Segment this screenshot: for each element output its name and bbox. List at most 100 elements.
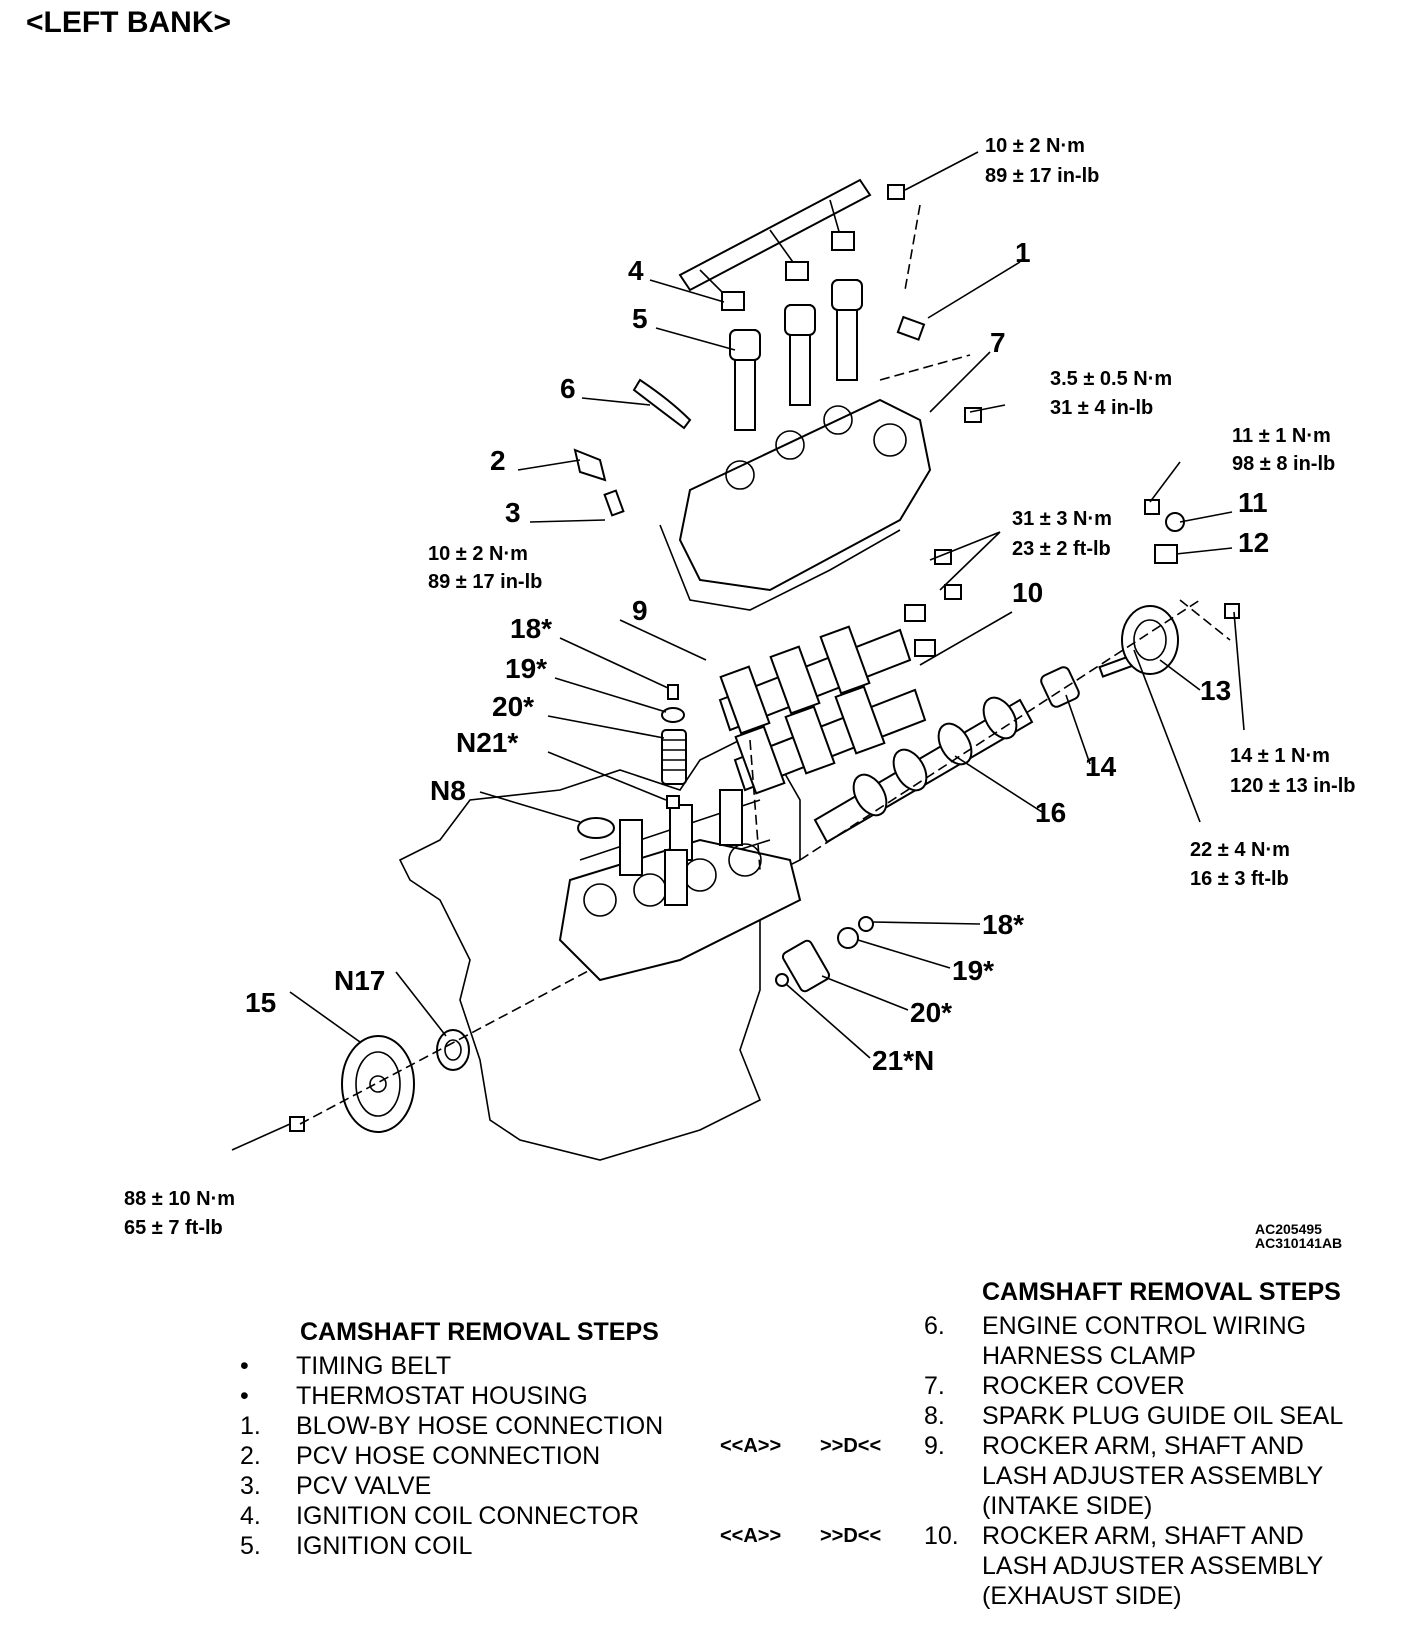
list-text-line: ROCKER ARM, SHAFT AND	[982, 1432, 1304, 1460]
callout-14: 14	[1085, 751, 1117, 782]
list-text: PCV HOSE CONNECTION	[296, 1442, 601, 1470]
callout-21-star-n-lower: 21*N	[872, 1045, 934, 1076]
rocker-arm-assembly	[718, 625, 927, 795]
list-text: SPARK PLUG GUIDE OIL SEAL	[982, 1401, 1402, 1431]
callout-11: 11	[1238, 487, 1268, 518]
list-marker: 5.	[240, 1532, 261, 1560]
right-steps-list: CAMSHAFT REMOVAL STEPS 6. ENGINE CONTROL…	[720, 1278, 1402, 1611]
torque-imperial: 31 ± 4 in-lb	[1050, 397, 1153, 419]
list-text: IGNITION COIL CONNECTOR	[296, 1502, 640, 1530]
ignition-coils	[729, 279, 863, 431]
list-text-line: ENGINE CONTROL WIRING	[982, 1312, 1307, 1340]
callout-18-star-upper: 18*	[510, 613, 552, 644]
callout-18-star-lower: 18*	[982, 909, 1024, 940]
callout-16: 16	[1035, 797, 1066, 828]
small-parts	[289, 184, 1240, 1132]
cam-sensor-parts	[1040, 605, 1179, 708]
engine-block	[398, 728, 802, 1161]
list-text-line: HARNESS CLAMP	[982, 1342, 1196, 1370]
torque-spec: 22 ± 4 N·m 16 ± 3 ft-lb	[1190, 839, 1290, 890]
list-marker: 7.	[924, 1372, 945, 1400]
list-marker: 6.	[924, 1312, 945, 1340]
torque-spec: 11 ± 1 N·m 98 ± 8 in-lb	[1232, 425, 1335, 475]
list-item: 4.IGNITION COIL CONNECTOR	[240, 1501, 663, 1531]
list-marker: 10.	[924, 1522, 959, 1550]
torque-spec: 14 ± 1 N·m 120 ± 13 in-lb	[1230, 745, 1355, 797]
callout-19-star-lower: 19*	[952, 955, 994, 986]
list-text-line: SPARK PLUG GUIDE OIL SEAL	[982, 1402, 1344, 1430]
callout-n8: N8	[430, 775, 466, 806]
list-item: 1.BLOW-BY HOSE CONNECTION	[240, 1411, 663, 1441]
list-item: 7. ROCKER COVER	[720, 1371, 1402, 1401]
torque-imperial: 65 ± 7 ft-lb	[124, 1217, 223, 1239]
list-marker: •	[240, 1382, 249, 1410]
list-item: 3. PCV VALVE	[240, 1471, 663, 1501]
camshaft-sprocket	[341, 1029, 470, 1133]
list-marker: 9.	[924, 1432, 945, 1460]
callout-20-star-lower: 20*	[910, 997, 952, 1028]
procedure-code-a: <<A>>	[720, 1435, 782, 1457]
list-marker: 1.	[240, 1412, 261, 1440]
list-text: PCV VALVE	[296, 1472, 432, 1500]
callout-10: 10	[1012, 577, 1043, 608]
page-title: <LEFT BANK>	[26, 6, 232, 39]
list-item: 2. PCV HOSE CONNECTION	[240, 1441, 663, 1471]
list-marker: 3.	[240, 1472, 261, 1500]
figure-ref-code: AC205495	[1255, 1221, 1322, 1237]
procedure-code-d	[820, 1401, 924, 1431]
torque-metric: 11 ± 1 N·m	[1232, 425, 1331, 447]
callout-9: 9	[632, 595, 648, 626]
left-steps-heading: CAMSHAFT REMOVAL STEPS	[300, 1318, 659, 1346]
list-item: 5. IGNITION COIL	[240, 1531, 663, 1561]
callout-5: 5	[632, 303, 648, 334]
list-marker: •	[240, 1352, 249, 1380]
callout-1: 1	[1015, 237, 1031, 268]
list-text: THERMOSTAT HOUSING	[296, 1382, 588, 1410]
procedure-code-d	[820, 1311, 924, 1371]
torque-spec: 10 ± 2 N·m 89 ± 17 in-lb	[428, 543, 542, 593]
list-item: 8. SPARK PLUG GUIDE OIL SEAL	[720, 1401, 1402, 1431]
list-marker: 8.	[924, 1402, 945, 1430]
torque-metric: 88 ± 10 N·m	[124, 1188, 235, 1210]
procedure-code-d	[820, 1371, 924, 1401]
callout-n21-star-upper: N21*	[456, 727, 518, 758]
list-text: IGNITION COIL	[296, 1532, 473, 1560]
camshaft	[813, 696, 1034, 844]
list-marker: 2.	[240, 1442, 261, 1470]
torque-spec: 88 ± 10 N·m 65 ± 7 ft-lb	[124, 1188, 235, 1239]
list-text: ROCKER COVER	[982, 1371, 1402, 1401]
callout-15: 15	[245, 987, 276, 1018]
list-item: •TIMING BELT	[240, 1351, 663, 1381]
list-text-line: (INTAKE SIDE)	[982, 1492, 1153, 1520]
procedure-code-d: >>D<<	[820, 1435, 882, 1457]
callout-13: 13	[1200, 675, 1231, 706]
callout-20-star-upper: 20*	[492, 691, 534, 722]
procedure-code-a: <<A>>	[720, 1525, 782, 1547]
figure-ref-code: AC310141AB	[1255, 1235, 1342, 1250]
torque-imperial: 120 ± 13 in-lb	[1230, 775, 1355, 797]
callout-12: 12	[1238, 527, 1269, 558]
procedure-code-a	[720, 1311, 820, 1371]
list-text-line: ROCKER COVER	[982, 1372, 1185, 1400]
procedure-code-a	[720, 1401, 820, 1431]
callout-2: 2	[490, 445, 506, 476]
wiring-harness	[678, 178, 872, 311]
procedure-code-d: >>D<<	[820, 1525, 882, 1547]
torque-imperial: 98 ± 8 in-lb	[1232, 453, 1335, 475]
callout-19-star-upper: 19*	[505, 653, 547, 684]
rocker-cover	[659, 398, 932, 611]
procedure-code-a	[720, 1371, 820, 1401]
torque-imperial: 89 ± 17 in-lb	[428, 571, 542, 593]
list-item: • THERMOSTAT HOUSING	[240, 1381, 663, 1411]
torque-spec: 31 ± 3 N·m 23 ± 2 ft-lb	[1012, 508, 1112, 560]
torque-imperial: 23 ± 2 ft-lb	[1012, 538, 1111, 560]
list-text-line: LASH ADJUSTER ASSEMBLY	[982, 1552, 1324, 1580]
list-text-line: ROCKER ARM, SHAFT AND	[982, 1522, 1304, 1550]
torque-imperial: 16 ± 3 ft-lb	[1190, 868, 1289, 890]
